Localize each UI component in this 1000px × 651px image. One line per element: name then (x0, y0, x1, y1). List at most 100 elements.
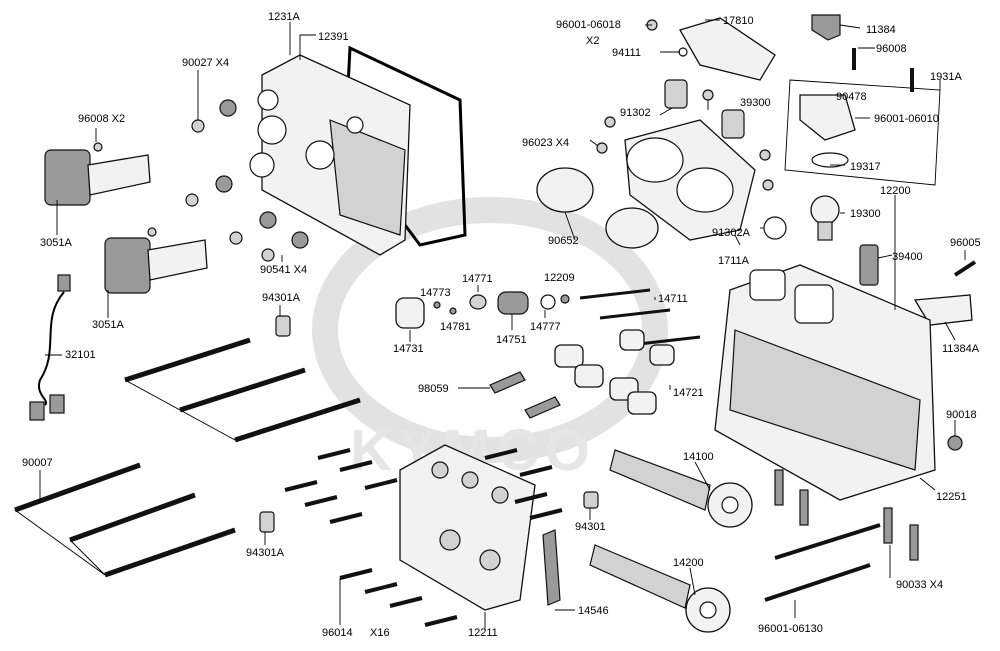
label-96005: 96005 (950, 237, 981, 249)
head-cover-1231A[interactable] (249, 45, 467, 256)
cover-bolts-90027[interactable] (185, 119, 275, 262)
label-90027: 90027 X4 (182, 57, 229, 69)
ignition-coil-3051A-lower[interactable] (104, 227, 208, 294)
label-14200: 14200 (673, 557, 704, 569)
part-labels: 1231A 12391 90027 X4 96008 X2 3051A 3051… (22, 11, 981, 639)
dowel-94301A-upper[interactable] (275, 315, 291, 337)
label-12200: 12200 (880, 185, 911, 197)
label-39300: 39300 (740, 97, 771, 109)
camshaft-14100[interactable] (609, 449, 753, 528)
injector-91302A[interactable] (721, 109, 745, 139)
ring-90652-left[interactable] (536, 167, 594, 213)
label-1931A: 1931A (930, 71, 962, 83)
valves-14711-14721[interactable] (554, 288, 701, 415)
spring-seat-14777[interactable] (540, 294, 556, 310)
cylinder-head-12200[interactable] (714, 264, 936, 501)
label-96014: 96014 (322, 627, 353, 639)
bolts-96023[interactable] (596, 116, 774, 191)
label-12211: 12211 (468, 627, 498, 639)
camshaft-14200[interactable] (589, 544, 731, 633)
label-90018: 90018 (946, 409, 977, 421)
label-17810: 17810 (723, 15, 754, 27)
label-91302A: 91302A (712, 227, 751, 239)
dowel-94301A-lower[interactable] (259, 511, 275, 533)
camshaft-holder-12211[interactable] (399, 444, 536, 611)
label-12209: 12209 (544, 272, 575, 284)
label-96001-06018: 96001-06018 (556, 19, 621, 31)
retainer-14771[interactable] (469, 294, 487, 310)
label-14731: 14731 (393, 343, 424, 355)
label-96008: 96008 (876, 43, 907, 55)
label-96008-x2: 96008 X2 (78, 113, 125, 125)
label-14751: 14751 (496, 334, 527, 346)
bracket-11384[interactable] (811, 14, 841, 41)
label-14721: 14721 (673, 387, 704, 399)
label-14711: 14711 (658, 293, 688, 305)
grommets-90541[interactable] (215, 99, 309, 249)
label-94111: 94111 (612, 47, 641, 59)
washer-94111[interactable] (678, 47, 688, 57)
label-94301A-b: 94301A (246, 547, 285, 559)
label-19317: 19317 (850, 161, 881, 173)
label-96001-06010: 96001-06010 (874, 113, 939, 125)
clip-39300[interactable] (702, 89, 714, 101)
intake-manifold-1711A[interactable] (624, 119, 756, 241)
seal-12209[interactable] (560, 294, 570, 304)
label-94301A-a: 94301A (262, 292, 301, 304)
thermostat-cover-1931A[interactable] (784, 79, 941, 186)
label-90033: 90033 X4 (896, 579, 943, 591)
label-11384A: 11384A (942, 343, 980, 355)
label-12251: 12251 (936, 491, 967, 503)
studs-90033[interactable] (774, 469, 919, 561)
chain-guide-14546[interactable] (542, 529, 561, 606)
bolt-96005[interactable] (953, 260, 977, 277)
label-96001-06130: 96001-06130 (758, 623, 823, 635)
label-12391: 12391 (318, 31, 349, 43)
label-3051A-a: 3051A (40, 237, 72, 249)
label-90541: 90541 X4 (260, 264, 307, 276)
thermostat-19300[interactable] (810, 195, 840, 241)
spark-plugs-98059[interactable] (489, 371, 561, 419)
injector-91302[interactable] (664, 79, 688, 109)
label-14546: 14546 (578, 605, 609, 617)
label-98059: 98059 (418, 383, 449, 395)
label-14777: 14777 (530, 321, 561, 333)
ring-90652-right[interactable] (605, 207, 659, 249)
ignition-coil-3051A-upper[interactable] (44, 142, 151, 206)
label-90478: 90478 (836, 91, 867, 103)
label-1231A: 1231A (268, 11, 300, 23)
label-3051A-b: 3051A (92, 319, 124, 331)
valve-spring-14751[interactable] (497, 291, 529, 315)
head-bolts-90007[interactable] (14, 337, 361, 578)
label-90007: 90007 (22, 457, 53, 469)
label-96023: 96023 X4 (522, 137, 569, 149)
label-x16: X16 (370, 627, 390, 639)
shim-14781[interactable] (449, 307, 457, 315)
label-90652: 90652 (548, 235, 579, 247)
bracket-11384A[interactable] (913, 294, 973, 326)
label-14773: 14773 (420, 287, 451, 299)
label-1711A: 1711A (718, 255, 750, 267)
oring-91302A[interactable] (763, 216, 787, 240)
label-14781: 14781 (440, 321, 471, 333)
label-19300: 19300 (850, 208, 881, 220)
label-14100: 14100 (683, 451, 714, 463)
sensor-39400[interactable] (859, 244, 879, 286)
label-94301: 94301 (575, 521, 606, 533)
leader-lines (39, 19, 966, 630)
keeper-14773[interactable] (433, 301, 441, 309)
holder-bolts-96014[interactable] (284, 448, 563, 627)
label-91302: 91302 (620, 107, 651, 119)
label-11384: 11384 (866, 24, 896, 36)
label-14771: 14771 (462, 273, 493, 285)
harness-32101[interactable] (29, 274, 71, 421)
lifter-14731[interactable] (395, 297, 425, 329)
label-x2: X2 (586, 35, 599, 47)
bolts-96001-06130[interactable] (764, 523, 881, 602)
label-32101: 32101 (65, 349, 96, 361)
dowel-94301[interactable] (583, 491, 599, 509)
fuel-rail-17810[interactable] (679, 17, 776, 81)
label-39400: 39400 (892, 251, 923, 263)
bolt-90018[interactable] (947, 435, 963, 451)
